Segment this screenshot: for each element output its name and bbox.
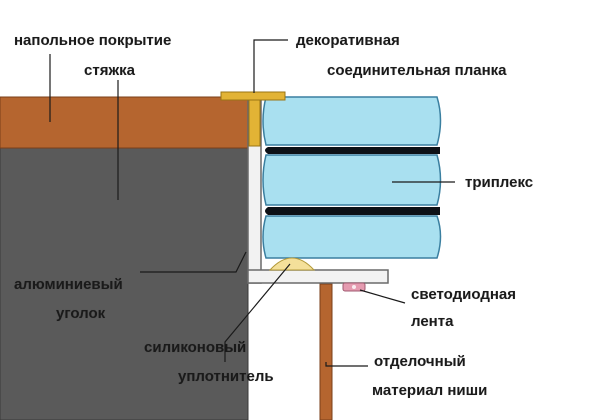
decorative-strip-cap xyxy=(220,91,286,101)
leader-silicone-seal xyxy=(224,263,291,362)
leader-decorative-strip xyxy=(253,39,288,93)
floor-covering-layer xyxy=(0,96,256,149)
label-aluminum-corner-line2: уголок xyxy=(56,305,106,322)
screed-block xyxy=(0,147,249,420)
triplex-interlayer-upper xyxy=(265,147,440,154)
leader-aluminum-corner xyxy=(140,251,247,273)
label-finishing-material-line1: отделочный xyxy=(374,353,466,370)
leader-led-strip xyxy=(359,289,406,304)
label-screed: стяжка xyxy=(84,62,135,79)
label-led-strip-line2: лента xyxy=(411,313,454,330)
silicone-seal-bead xyxy=(268,257,316,271)
label-decorative-strip-line1: декоративная xyxy=(296,32,400,49)
leader-finishing-material xyxy=(325,362,368,367)
label-silicone-seal-line1: силиконовый xyxy=(144,339,247,356)
led-diode xyxy=(352,285,356,289)
label-silicone-seal-line2: уплотнитель xyxy=(178,368,274,385)
triplex-interlayer-lower xyxy=(265,207,440,215)
decorative-strip-stem xyxy=(248,99,261,147)
triplex-glass-pane-bottom xyxy=(262,215,442,259)
label-floor-covering: напольное покрытие xyxy=(14,32,172,49)
label-decorative-strip-line2: соединительная планка xyxy=(327,62,507,79)
label-triplex: триплекс xyxy=(465,174,534,191)
aluminum-corner-horizontal xyxy=(247,269,389,284)
label-led-strip-line1: светодиодная xyxy=(411,286,517,303)
triplex-glass-pane-top xyxy=(262,96,442,146)
triplex-glass-pane-middle xyxy=(262,154,442,206)
leader-lines xyxy=(49,39,455,367)
label-finishing-material-line2: материал ниши xyxy=(372,382,488,399)
niche-finishing-strip xyxy=(319,283,333,420)
label-aluminum-corner-line1: алюминиевый xyxy=(14,276,123,293)
